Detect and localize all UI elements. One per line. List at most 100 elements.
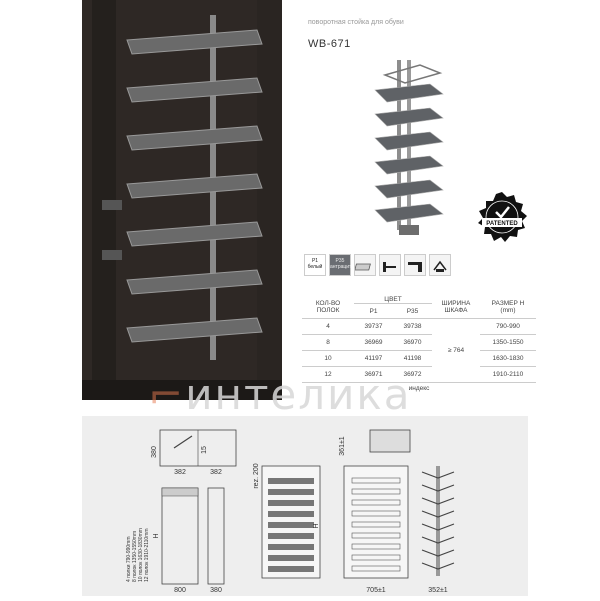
cell-size: 1350-1550 xyxy=(480,334,536,351)
note-line-4: 12 полок 1910-2110mm xyxy=(144,528,150,582)
rack-shelf xyxy=(351,521,401,528)
shoe-rack-photo-illustration xyxy=(82,0,282,400)
cell-p35: 41198 xyxy=(393,350,432,367)
technical-drawing: 380 382 382 15 H 800 380 4 полки 790-990… xyxy=(82,416,528,596)
side-shelf xyxy=(421,523,455,531)
dim-rez: rez. 200 xyxy=(253,463,260,488)
cell-shelves: 8 xyxy=(302,334,354,351)
rack-shelf xyxy=(351,543,401,550)
cell-width: ≥ 764 xyxy=(432,318,480,383)
render-shelf xyxy=(374,155,444,175)
cell-shelves: 12 xyxy=(302,366,354,383)
swatch-p1-name: белый xyxy=(307,264,323,270)
rack-shelf xyxy=(351,554,401,561)
render-shelf xyxy=(374,203,444,223)
swatch-p35-code: P35 xyxy=(335,258,345,264)
dim-front-h: H xyxy=(153,533,160,538)
dim-cab-h: H xyxy=(313,523,320,528)
side-shelf xyxy=(421,510,455,518)
render-shelf xyxy=(374,131,444,151)
rack-shelf xyxy=(351,532,401,539)
cell-p1: 36969 xyxy=(354,334,393,351)
cell-size: 790-990 xyxy=(480,318,536,335)
table-row: 4 39737 39738 ≥ 764 790-990 xyxy=(302,318,536,383)
col-width: ШИРИНА ШКАФА xyxy=(432,296,480,319)
cell-p35: 36972 xyxy=(393,366,432,383)
cell-shelves: 10 xyxy=(302,350,354,367)
photo-shelf xyxy=(126,29,263,55)
note-line-2: 8 полок 1350-1550mm xyxy=(132,531,138,582)
cabinet-shelf xyxy=(268,500,314,506)
col-color: ЦВЕТ xyxy=(354,296,432,304)
cabinet-shelf xyxy=(268,544,314,550)
dim-side-w: 380 xyxy=(210,587,222,594)
product-render xyxy=(374,60,444,235)
side-shelf xyxy=(421,562,455,570)
dim-front-w: 800 xyxy=(174,587,186,594)
model-number: WB-671 xyxy=(308,38,351,50)
cabinet-shelf xyxy=(268,566,314,572)
render-shelf xyxy=(374,107,444,127)
col-p35: P35 xyxy=(393,303,432,319)
spec-table: КОЛ-ВО ПОЛОК ЦВЕТ ШИРИНА ШКАФА РАЗМЕР H(… xyxy=(302,296,536,393)
dim-top-h: 361±1 xyxy=(339,436,346,456)
cell-p1: 39737 xyxy=(354,318,393,335)
cabinet-shelf xyxy=(268,522,314,528)
watermark-text: интелика xyxy=(185,370,412,419)
dim-top-w1: 382 xyxy=(174,469,186,476)
product-photo xyxy=(82,0,282,400)
patented-badge: PATENTED xyxy=(478,192,527,242)
cell-size: 1630-1830 xyxy=(480,350,536,367)
render-shelf xyxy=(374,83,444,103)
render-shelf xyxy=(374,179,444,199)
cabinet-shelf xyxy=(268,489,314,495)
photo-shelf xyxy=(126,221,263,247)
cell-size: 1910-2110 xyxy=(480,366,536,383)
col-size: РАЗМЕР H(mm) xyxy=(480,296,536,319)
note-line-3: 10 полок 1630-1830mm xyxy=(138,528,144,582)
badge-label: PATENTED xyxy=(486,221,518,227)
table-row: 8 36969 36970 1350-1550 xyxy=(302,334,536,351)
cabinet-shelf xyxy=(268,478,314,484)
table-row: 10 41197 41198 1630-1830 xyxy=(302,350,536,367)
dim-bottom-w: 705±1 xyxy=(366,587,386,594)
cabinet-shelf xyxy=(268,555,314,561)
note-line-1: 4 полки 790-990mm xyxy=(126,536,132,582)
dim-side-depth: 352±1 xyxy=(428,587,448,594)
photo-shelf xyxy=(126,77,263,103)
side-shelf xyxy=(421,471,455,479)
photo-shelf xyxy=(126,317,263,343)
side-shelf xyxy=(421,536,455,544)
photo-shelf xyxy=(126,173,263,199)
mount-icon xyxy=(379,254,401,276)
side-shelf xyxy=(421,549,455,557)
cell-p35: 36970 xyxy=(393,334,432,351)
col-p1: P1 xyxy=(354,303,393,319)
cell-p1: 41197 xyxy=(354,350,393,367)
bracket-icon xyxy=(404,254,426,276)
cabinet-shelf xyxy=(268,533,314,539)
col-size-label: РАЗМЕР H xyxy=(491,300,525,307)
col-shelves: КОЛ-ВО ПОЛОК xyxy=(302,296,354,319)
rack-shelf xyxy=(351,510,401,517)
watermark-logo: ⌐интелика xyxy=(148,370,412,419)
rack-shelf xyxy=(351,488,401,495)
cabinet-shelf xyxy=(268,511,314,517)
cell-p35: 39738 xyxy=(393,318,432,335)
rack-shelf xyxy=(351,565,401,572)
rack-shelf xyxy=(351,477,401,484)
rotation-icon xyxy=(429,254,451,276)
col-size-unit: (mm) xyxy=(500,307,516,314)
photo-shelf xyxy=(126,125,263,151)
swatch-p1-code: P1 xyxy=(311,258,319,264)
cell-shelves: 4 xyxy=(302,318,354,335)
dim-top-w2: 382 xyxy=(210,469,222,476)
cell-p1: 36971 xyxy=(354,366,393,383)
drawing-svg: 380 382 382 15 H 800 380 4 полки 790-990… xyxy=(126,429,455,594)
rack-shelf xyxy=(351,499,401,506)
table-footer: индекс xyxy=(302,382,536,393)
photo-shelf xyxy=(126,269,263,295)
product-subtitle: поворотная стойка для обуви xyxy=(308,19,404,26)
